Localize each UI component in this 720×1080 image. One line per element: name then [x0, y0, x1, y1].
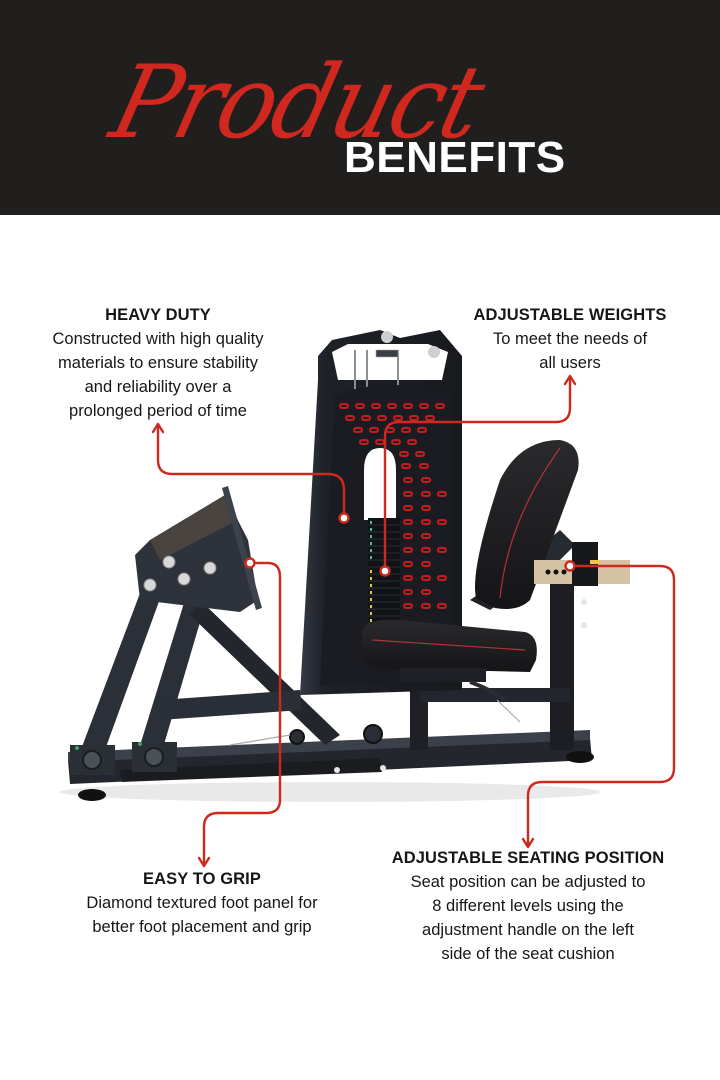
arrowhead-easy-to-grip	[197, 856, 211, 868]
body-line: Constructed with high quality	[52, 330, 264, 348]
callout-adjustable-seating: ADJUSTABLE SEATING POSITION Seat positio…	[378, 846, 678, 966]
callout-heavy-duty-title: HEAVY DUTY	[105, 306, 211, 324]
floor-shadow	[60, 782, 600, 802]
body-line: and reliability over a	[84, 378, 232, 396]
body-line: Seat position can be adjusted to	[410, 873, 646, 891]
body-line: To meet the needs of	[492, 330, 648, 348]
body-line: 8 different levels using the	[432, 897, 624, 915]
callout-heavy-duty: HEAVY DUTY Constructed with high quality…	[20, 303, 296, 423]
body-line: adjustment handle on the left	[422, 921, 634, 939]
body-line: Diamond textured foot panel for	[86, 894, 318, 912]
callout-easy-to-grip: EASY TO GRIP Diamond textured foot panel…	[52, 867, 352, 939]
callout-adjustable-seating-title: ADJUSTABLE SEATING POSITION	[391, 849, 665, 867]
body-line: all users	[539, 354, 601, 372]
body-line: prolonged period of time	[69, 402, 247, 420]
callout-easy-to-grip-body: Diamond textured foot panel for better f…	[52, 891, 352, 939]
callout-adjustable-weights-title: ADJUSTABLE WEIGHTS	[473, 306, 667, 324]
callout-easy-to-grip-title: EASY TO GRIP	[143, 870, 261, 888]
body-line: materials to ensure stability	[58, 354, 258, 372]
callout-adjustable-weights: ADJUSTABLE WEIGHTS To meet the needs of …	[460, 303, 680, 375]
weight-plates	[368, 518, 400, 630]
callout-adjustable-weights-body: To meet the needs of all users	[460, 327, 680, 375]
body-line: better foot placement and grip	[92, 918, 312, 936]
header-block-title: BENEFITS	[344, 133, 566, 182]
body-line: side of the seat cushion	[441, 945, 615, 963]
callout-heavy-duty-body: Constructed with high quality materials …	[20, 327, 296, 423]
seat-cushion	[361, 619, 537, 672]
header-banner: Product BENEFITS	[0, 0, 720, 215]
callout-adjustable-seating-body: Seat position can be adjusted to 8 diffe…	[378, 870, 678, 966]
